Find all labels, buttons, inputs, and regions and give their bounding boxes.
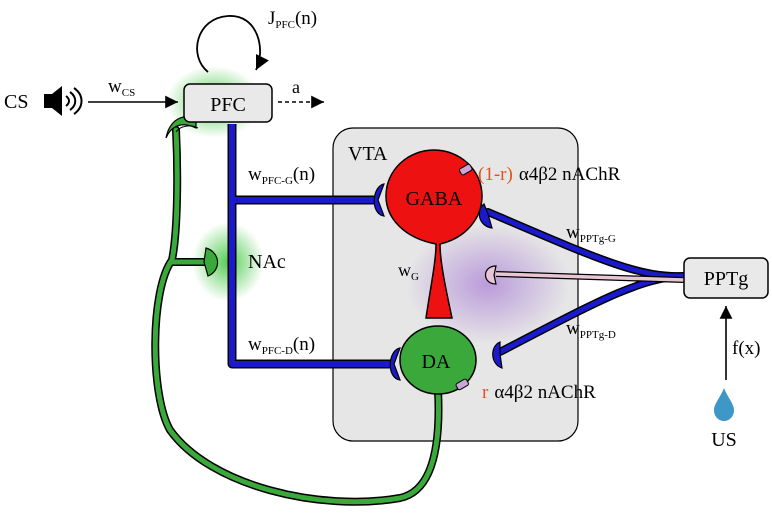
gaba-receptor-icon — [459, 163, 473, 176]
pfc-blue-axons — [229, 124, 392, 367]
pptg-node — [683, 257, 769, 299]
f-x-label: f(x) — [732, 338, 760, 359]
w-pfc-g-label: wPFC-G(n) — [248, 164, 315, 187]
action-label: a — [292, 77, 300, 97]
pfc-self-loop — [196, 15, 269, 73]
water-drop-icon — [714, 388, 734, 421]
cs-label: CS — [4, 91, 28, 113]
wg-terminal — [484, 265, 497, 285]
w-cs-label: wCS — [108, 76, 135, 99]
pfc-node — [183, 83, 273, 123]
speaker-icon — [44, 86, 83, 116]
gaba-receptor-label: (1-r)α4β2 nAChR — [478, 164, 621, 185]
us-label: US — [711, 429, 737, 451]
w-pptg-d-label: wPPTg-D — [566, 318, 616, 341]
pfc-da-terminal — [389, 347, 401, 381]
pfc-label: PFC — [210, 94, 246, 116]
w-pptg-g-label: wPPTg-G — [566, 222, 616, 245]
gaba-neuron — [385, 149, 483, 319]
gaba-label: GABA — [406, 188, 463, 210]
pptg-label: PPTg — [704, 268, 748, 290]
w-pfc-d-label: wPFC-D(n) — [248, 334, 315, 357]
vta-label: VTA — [348, 143, 388, 165]
j-pfc-label: JPFC(n) — [268, 8, 317, 31]
pfc-gaba-terminal — [373, 183, 385, 217]
w-g-label: wG — [398, 260, 419, 283]
da-neuron — [399, 325, 477, 395]
nac-label: NAc — [248, 251, 286, 273]
pptg-da-terminal — [492, 341, 503, 369]
da-label: DA — [422, 351, 451, 373]
nac-green-terminal — [203, 247, 219, 277]
da-receptor-icon — [455, 378, 469, 391]
